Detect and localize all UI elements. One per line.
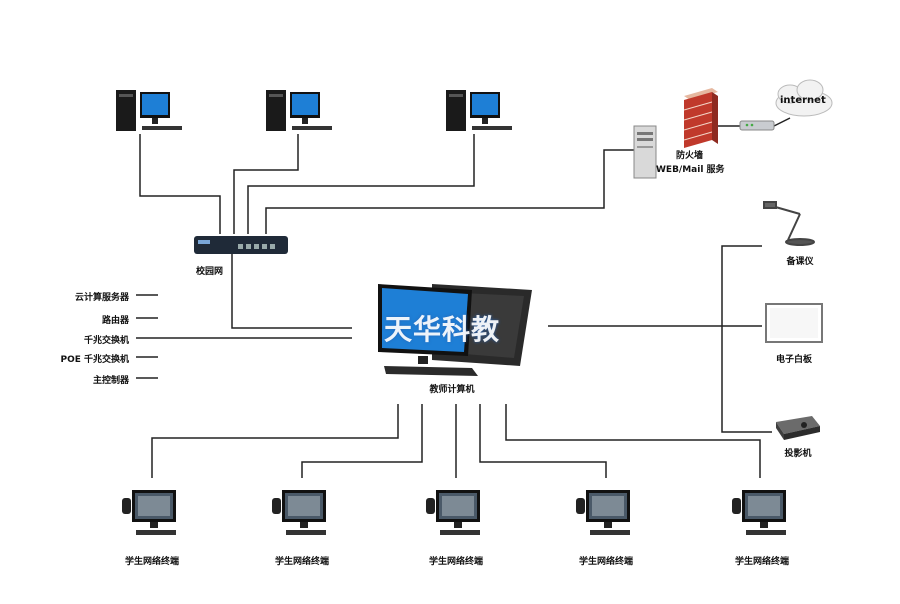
label-teacher-computer: 教师计算机 bbox=[429, 385, 475, 395]
line-pc1-switch bbox=[139, 134, 221, 234]
student-terminal-3 bbox=[426, 490, 480, 535]
internet-cloud-icon bbox=[775, 79, 833, 117]
network-switch-icon bbox=[194, 236, 288, 254]
projector-icon bbox=[776, 416, 820, 440]
student-terminal-2 bbox=[272, 490, 326, 535]
label-student-terminal-2: 学生网络终端 bbox=[274, 557, 330, 567]
label-device-poe-switch: POE 千兆交换机 bbox=[60, 355, 129, 365]
label-campus-network: 校园网 bbox=[196, 267, 224, 277]
label-device-cloud-server: 云计算服务器 bbox=[74, 293, 129, 303]
label-student-terminal-5: 学生网络终端 bbox=[734, 557, 790, 567]
label-device-router: 路由器 bbox=[101, 316, 129, 326]
label-device-main-controller: 主控制器 bbox=[92, 376, 129, 386]
label-device-gigabit-switch: 千兆交换机 bbox=[83, 336, 129, 346]
desktop-pc-1 bbox=[116, 90, 182, 131]
line-student-4 bbox=[479, 404, 607, 478]
watermark-text: 天华科教 bbox=[384, 313, 501, 346]
label-student-terminal-1: 学生网络终端 bbox=[124, 557, 180, 567]
label-student-terminal-3: 学生网络终端 bbox=[428, 557, 484, 567]
line-switch-server bbox=[265, 149, 634, 234]
desktop-pc-3 bbox=[446, 90, 512, 131]
visualizer-icon bbox=[763, 201, 815, 246]
label-student-terminal-4: 学生网络终端 bbox=[578, 557, 634, 567]
firewall-icon bbox=[683, 88, 718, 148]
line-pc3-switch bbox=[247, 134, 475, 234]
label-internet: internet bbox=[780, 95, 826, 106]
student-terminal-1 bbox=[122, 490, 176, 535]
line-student-1 bbox=[151, 404, 399, 478]
label-web-mail: WEB/Mail 服务 bbox=[656, 165, 725, 175]
student-terminal-5 bbox=[732, 490, 786, 535]
line-student-2 bbox=[301, 404, 423, 478]
label-whiteboard: 电子白板 bbox=[775, 355, 813, 365]
label-firewall: 防火墙 bbox=[676, 151, 704, 161]
whiteboard-icon bbox=[765, 303, 823, 343]
student-terminal-4 bbox=[576, 490, 630, 535]
desktop-pc-2 bbox=[266, 90, 332, 131]
line-pc2-switch bbox=[233, 134, 299, 234]
line-switch-teacher bbox=[231, 254, 352, 329]
label-visualizer: 备课仪 bbox=[786, 257, 814, 267]
teacher-computer-icon bbox=[378, 284, 532, 376]
line-student-5 bbox=[505, 404, 761, 478]
line-modem-cloud bbox=[773, 117, 791, 127]
modem-icon bbox=[739, 120, 775, 131]
server-icon bbox=[633, 125, 657, 179]
line-visualizer bbox=[721, 245, 772, 433]
label-projector: 投影机 bbox=[784, 449, 812, 459]
